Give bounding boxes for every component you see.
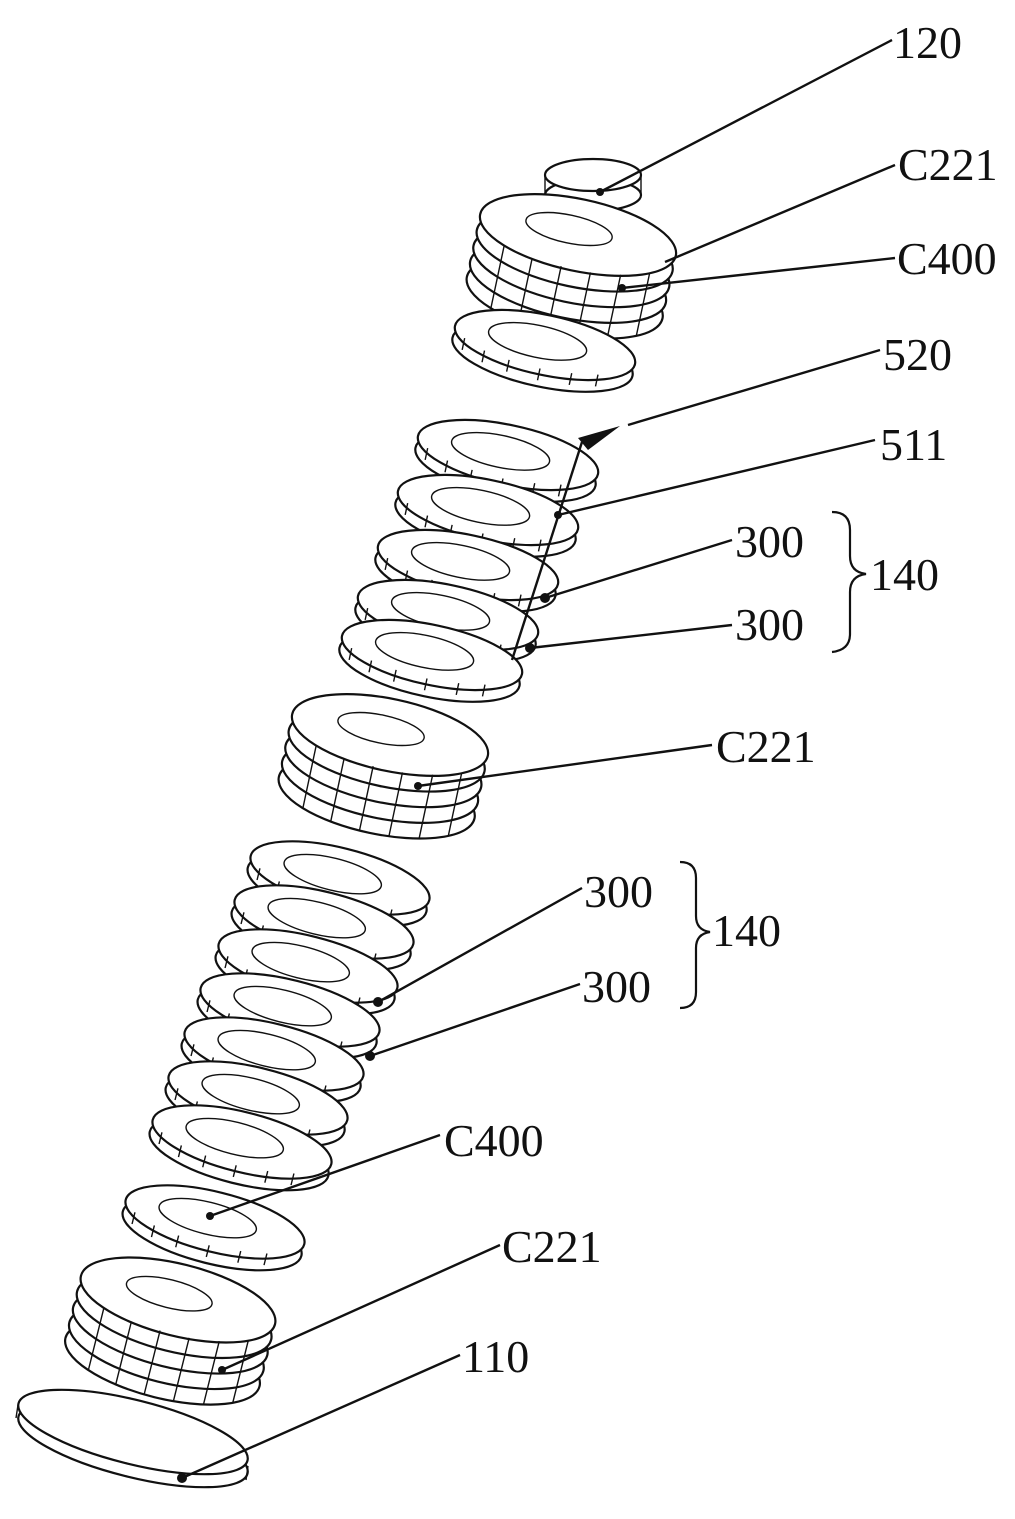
- label-511: 511: [880, 419, 947, 470]
- label-c221-lower: C221: [502, 1221, 602, 1272]
- label-140-lower: 140: [712, 905, 781, 956]
- upper-group-brace: [831, 510, 867, 654]
- label-300-upper-a: 300: [735, 516, 804, 567]
- label-520: 520: [883, 329, 952, 380]
- label-c400-upper: C400: [897, 233, 997, 284]
- label-300-upper-b: 300: [735, 599, 804, 650]
- label-c221-upper: C221: [898, 139, 998, 190]
- upper-plate-group: [332, 405, 606, 717]
- lower-plate-group: [141, 825, 438, 1207]
- label-c221-middle: C221: [716, 721, 816, 772]
- pin-and-rod-part: [510, 426, 620, 661]
- label-c400-lower: C400: [444, 1115, 544, 1166]
- base-plate-part: [15, 1388, 249, 1489]
- leader-lines: [177, 38, 896, 1483]
- label-120: 120: [893, 17, 962, 68]
- label-300-lower-b: 300: [582, 961, 651, 1012]
- label-140-upper: 140: [870, 549, 939, 600]
- middle-slotted-stack-part: [270, 677, 497, 855]
- lower-group-brace: [679, 860, 711, 1010]
- label-300-lower-a: 300: [584, 866, 653, 917]
- label-110: 110: [462, 1331, 529, 1382]
